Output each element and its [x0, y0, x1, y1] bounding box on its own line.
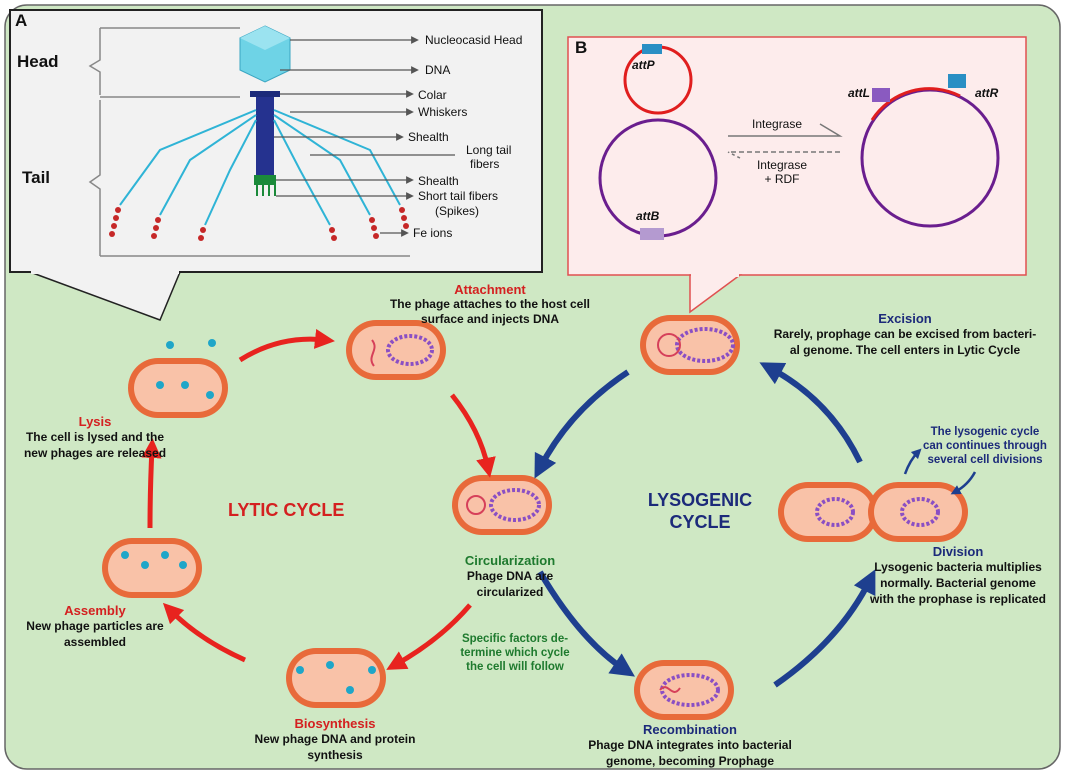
phage-particles [121, 339, 376, 694]
lysogenic-arrows [534, 362, 876, 688]
attr-label: attR [975, 86, 999, 100]
lysogenic-cycle-label-1: LYSOGENIC [647, 490, 753, 510]
lysis-text-2: new phages are released [23, 446, 167, 460]
label-shealth-2: Shealth [418, 174, 459, 188]
head-label: Head [17, 52, 59, 71]
lytic-arrows [141, 328, 496, 670]
specific-factors-3: the cell will follow [466, 661, 564, 673]
biosynthesis-text-1: New phage DNA and protein [254, 732, 416, 746]
recombination-title: Recombination [643, 722, 737, 737]
specific-factors-2: termine which cycle [460, 647, 570, 659]
panel-a-pointers [274, 36, 455, 237]
circularization-text-1: Phage DNA are [466, 569, 554, 583]
label-spikes: (Spikes) [435, 204, 480, 218]
attachment-title: Attachment [454, 282, 526, 297]
panel-b-letter: B [575, 38, 588, 57]
label-nucleocasid-head: Nucleocasid Head [425, 33, 523, 47]
specific-factors-1: Specific factors de- [461, 633, 569, 645]
label-dna: DNA [425, 63, 451, 77]
integrase-arrows [727, 123, 843, 159]
label-whiskers: Whiskers [418, 105, 468, 119]
biosynthesis-text-2: synthesis [307, 748, 363, 762]
recombination-text-1: Phage DNA integrates into bacterial [588, 738, 792, 752]
label-short-tail-fibers: Short tail fibers [418, 189, 499, 203]
attl-label: attL [848, 86, 870, 100]
division-text-3: with the prophase is replicated [869, 592, 1047, 606]
label-colar: Colar [418, 88, 447, 102]
lysis-text-1: The cell is lysed and the [25, 430, 165, 444]
lytic-cycle-label: LYTIC CYCLE [228, 500, 345, 520]
panel-b-box [567, 36, 1027, 276]
excision-title: Excision [878, 311, 932, 326]
tail-label: Tail [22, 168, 51, 187]
integrase-label: Integrase [752, 117, 803, 131]
division-title: Division [932, 544, 984, 559]
division-note-2: can continues through [923, 440, 1047, 452]
circularization-text-2: circularized [476, 585, 544, 599]
assembly-text-2: assembled [63, 635, 127, 649]
division-text-1: Lysogenic bacteria multiplies [874, 560, 1042, 574]
attachment-text-2: surface and injects DNA [420, 312, 560, 326]
panel-b-plasmids [598, 44, 1000, 240]
excision-text-2: al genome. The cell enters in Lytic Cycl… [789, 343, 1021, 357]
division-loop-arrows [903, 448, 977, 495]
phage-dna [370, 333, 681, 693]
panel-a-brackets [88, 27, 410, 257]
attachment-text-1: The phage attaches to the host cell [389, 297, 591, 311]
division-note-3: several cell divisions [927, 454, 1043, 466]
label-long-tail: Long tail [466, 143, 512, 157]
assembly-title: Assembly [64, 603, 126, 618]
attb-label: attB [636, 209, 660, 223]
panel-a-letter: A [15, 11, 28, 30]
excision-text-1: Rarely, prophage can be excised from bac… [773, 327, 1037, 341]
division-note-1: The lysogenic cycle [930, 426, 1040, 438]
integrase-rdf-label-1: Integrase [756, 158, 808, 172]
label-fe-ions: Fe ions [413, 226, 453, 240]
assembly-text-1: New phage particles are [26, 619, 164, 633]
biosynthesis-title: Biosynthesis [294, 716, 376, 731]
label-fibers: fibers [470, 157, 500, 171]
division-text-2: normally. Bacterial genome [880, 576, 1036, 590]
attp-label: attP [632, 58, 655, 72]
label-shealth-1: Shealth [408, 130, 449, 144]
integrase-rdf-label-2: + RDF [764, 172, 800, 186]
lysis-title: Lysis [78, 414, 112, 429]
recombination-text-2: genome, becoming Prophage [605, 754, 775, 768]
lysogenic-cycle-label-2: CYCLE [669, 512, 731, 532]
circularization-title: Circularization [464, 553, 556, 568]
bacterial-genomes [386, 327, 940, 707]
